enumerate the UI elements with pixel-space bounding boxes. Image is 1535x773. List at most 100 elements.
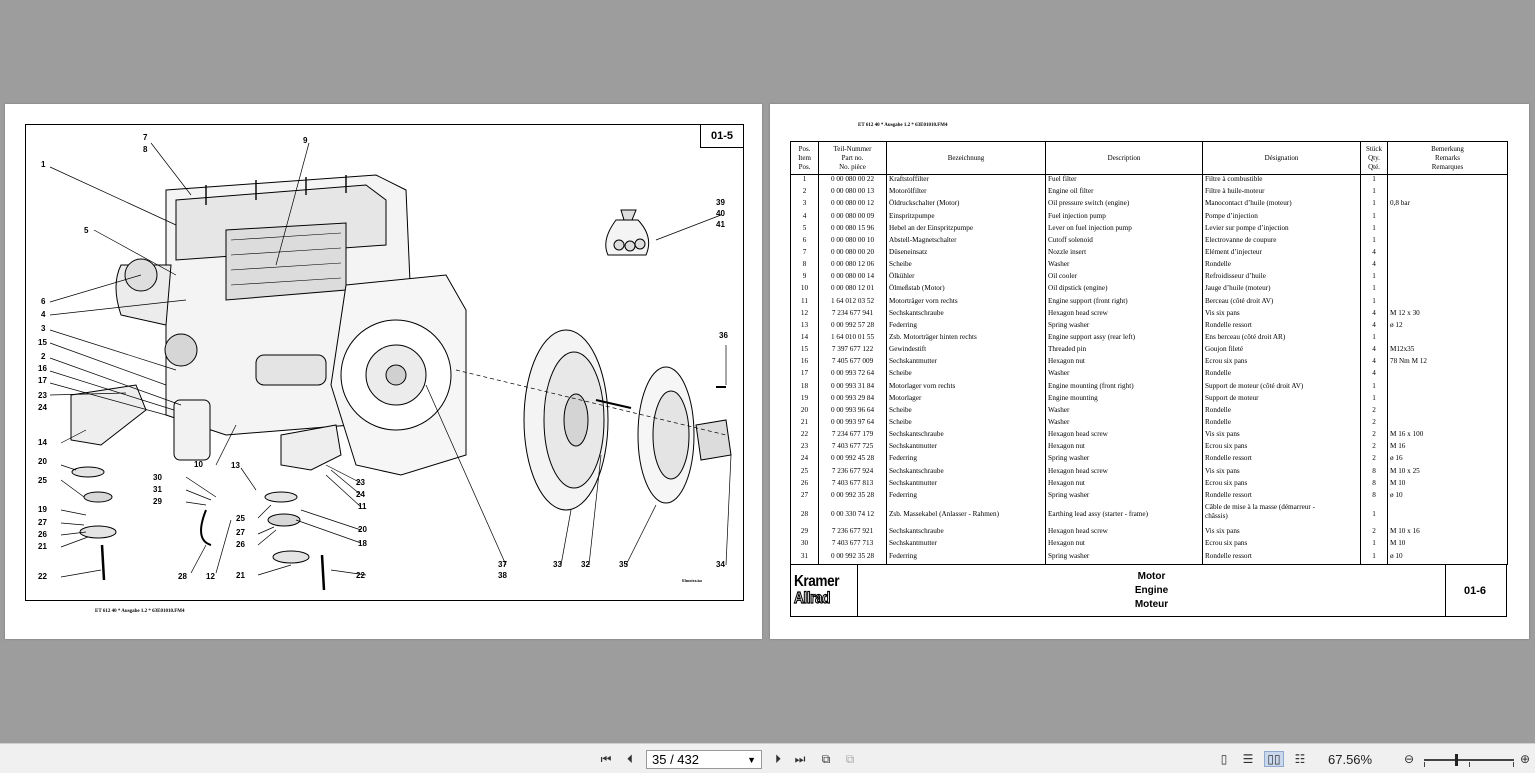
cell-pos: 21: [800, 417, 809, 426]
cell-bez: Scheibe: [886, 417, 1046, 431]
fit-page-icon[interactable]: ⧉: [821, 751, 831, 766]
callout-37: 37: [498, 560, 507, 569]
cell-rem: M 10 x 16: [1387, 527, 1508, 540]
zoom-out-icon[interactable]: ⊖: [1403, 752, 1415, 766]
zoom-slider[interactable]: [1424, 754, 1514, 767]
chevron-down-icon[interactable]: ▼: [747, 754, 756, 765]
cell-pos: 8: [802, 260, 807, 269]
callout-20-left: 20: [38, 457, 47, 466]
cell-desc: Fuel filter: [1045, 174, 1203, 188]
cell-part: 7 403 677 713: [818, 539, 887, 552]
cell-qty: 2: [1360, 430, 1388, 443]
cell-qty: 4: [1360, 260, 1388, 273]
cell-qty: 1: [1360, 332, 1388, 346]
callout-24-right: 24: [356, 490, 365, 499]
cell-rem: [1387, 174, 1508, 188]
last-page-icon[interactable]: ⏭: [794, 751, 806, 766]
callout-20-right: 20: [358, 525, 367, 534]
cell-bez: Scheibe: [886, 405, 1046, 418]
callout-25-left: 25: [38, 476, 47, 485]
cell-desc: Washer: [1045, 405, 1203, 418]
cell-desig: Ecrou six pans: [1202, 442, 1361, 455]
cell-bez: Sechskantmutter: [886, 357, 1046, 370]
callout-9: 9: [303, 136, 308, 145]
cell-pos: 3: [802, 199, 807, 208]
cell-desig: Electrovanne de coupure: [1202, 235, 1361, 248]
cell-part: 0 00 992 45 28: [818, 454, 887, 467]
cell-pos: 24: [800, 454, 809, 463]
cell-desig: Jauge d’huile (moteur): [1202, 284, 1361, 297]
page-number-box: 01-5: [700, 124, 744, 148]
page-number-field[interactable]: 35 / 432 ▼: [646, 750, 762, 769]
cell-pos: 25: [800, 466, 809, 475]
cell-desig: Rondelle: [1202, 369, 1361, 382]
continuous-icon[interactable]: ☰: [1242, 752, 1254, 766]
cell-desc: Cutoff solenoid: [1045, 235, 1203, 248]
cell-pos: 6: [802, 235, 807, 244]
cell-qty: 1: [1360, 272, 1388, 285]
cell-desc: Washer: [1045, 260, 1203, 273]
callout-28: 28: [178, 572, 187, 581]
cell-bez: Hebel an der Einspritzpumpe: [886, 223, 1046, 236]
cell-bez: Zsb. Massekabel (Anlasser - Rahmen): [886, 502, 1046, 528]
cell-pos: 7: [802, 248, 807, 256]
cell-desig: Ens berceau (côté droit AR): [1202, 332, 1361, 346]
callout-40: 40: [716, 209, 725, 218]
cell-desc: Hexagon nut: [1045, 442, 1203, 455]
callout-29: 29: [153, 497, 162, 506]
cell-pos: 22: [800, 430, 809, 439]
cell-rem: M 10: [1387, 539, 1508, 552]
col-designation: Désignation: [1202, 141, 1361, 175]
cell-qty: 8: [1360, 490, 1388, 503]
cell-desc: Oil cooler: [1045, 272, 1203, 285]
callout-13: 13: [231, 461, 240, 470]
cell-part: 0 00 080 00 09: [818, 211, 887, 224]
single-page-icon[interactable]: ▯: [1220, 752, 1228, 766]
first-page-icon[interactable]: ⏮: [600, 751, 612, 766]
cell-part: 7 403 677 725: [818, 442, 887, 455]
two-page-icon[interactable]: ▯▯: [1264, 751, 1284, 767]
cell-pos: 11: [801, 296, 808, 305]
cell-qty: 1: [1360, 381, 1388, 394]
title-de: Motor: [1137, 570, 1166, 582]
prev-page-icon[interactable]: ⏴: [626, 751, 633, 766]
cell-desc: Oil pressure switch (engine): [1045, 199, 1203, 212]
cell-part: 7 405 677 009: [818, 357, 887, 370]
cell-qty: 4: [1360, 248, 1388, 261]
cell-qty: 1: [1360, 393, 1388, 406]
zoom-slider-thumb[interactable]: [1455, 754, 1458, 766]
cell-qty: 8: [1360, 466, 1388, 479]
page-number-box: 01-6: [1463, 584, 1487, 597]
cell-desig: Vis six pans: [1202, 466, 1361, 479]
fit-width-icon[interactable]: ⧉: [845, 751, 855, 766]
cell-part: 0 00 080 00 13: [818, 187, 887, 200]
cell-desc: Engine support assy (rear left): [1045, 332, 1203, 346]
callout-7: 7: [143, 133, 148, 142]
callout-12: 12: [206, 572, 215, 581]
cell-pos: 1: [802, 175, 807, 183]
cell-desig: Refroidisseur d’huile: [1202, 272, 1361, 285]
cell-part: 0 00 080 00 14: [818, 272, 887, 285]
cell-bez: Scheibe: [886, 369, 1046, 382]
next-page-icon[interactable]: ⏵: [774, 751, 781, 766]
cell-rem: [1387, 260, 1508, 273]
cell-desig: Filtre à combustible: [1202, 174, 1361, 188]
callout-1: 1: [41, 160, 46, 169]
drawing-file-name: 63motra.iso: [682, 578, 703, 583]
two-page-continuous-icon[interactable]: ☷: [1294, 752, 1306, 766]
cell-rem: ø 10: [1387, 490, 1508, 503]
cell-qty: 4: [1360, 357, 1388, 370]
zoom-in-icon[interactable]: ⊕: [1519, 752, 1531, 766]
cell-pos: 15: [800, 345, 809, 354]
cell-qty: 1: [1360, 199, 1388, 212]
